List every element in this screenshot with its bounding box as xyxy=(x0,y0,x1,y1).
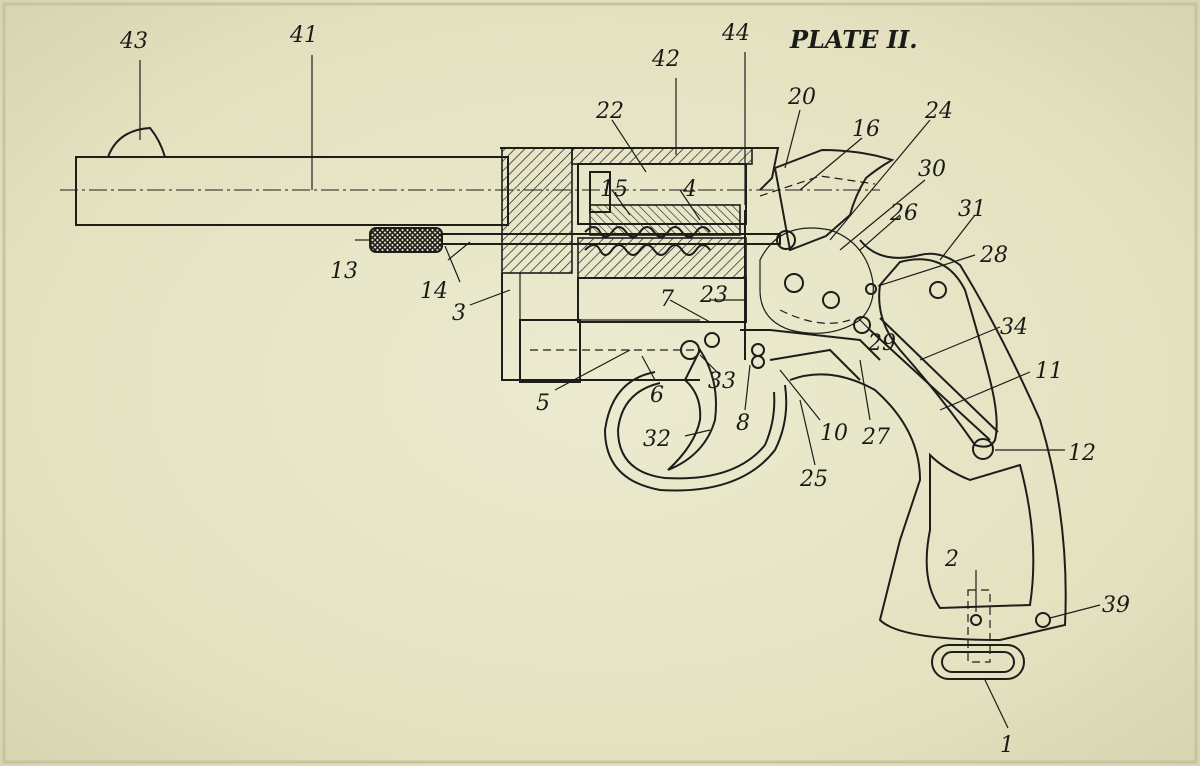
callout-34: 34 xyxy=(1000,315,1028,340)
callout-33: 33 xyxy=(708,369,736,394)
callout-27: 27 xyxy=(861,425,890,450)
grip-window xyxy=(925,452,1035,610)
callout-2: 2 xyxy=(944,547,959,572)
callout-20: 20 xyxy=(787,85,816,110)
callout-32: 32 xyxy=(643,427,671,452)
callout-12: 12 xyxy=(1068,441,1096,466)
callout-15: 15 xyxy=(600,177,628,202)
leader-lines xyxy=(139,52,1101,729)
lanyard-ring xyxy=(931,589,1025,680)
callout-labels: 43 41 42 44 22 20 16 24 30 15 4 26 31 28… xyxy=(119,21,1130,758)
plate-title: PLATE II. xyxy=(789,25,918,54)
callout-30: 30 xyxy=(918,157,946,182)
callout-8: 8 xyxy=(736,411,750,436)
lockwork xyxy=(680,210,881,381)
callout-41: 41 xyxy=(289,23,318,48)
callout-10: 10 xyxy=(820,421,848,446)
trigger xyxy=(667,348,717,471)
callout-42: 42 xyxy=(651,47,680,72)
grip-frame xyxy=(789,239,1067,642)
barrel xyxy=(60,126,880,226)
hammer xyxy=(759,148,895,252)
callout-6: 6 xyxy=(650,383,664,408)
callout-31: 31 xyxy=(958,197,986,222)
callout-16: 16 xyxy=(852,117,880,142)
callout-24: 24 xyxy=(924,99,953,124)
callout-28: 28 xyxy=(979,243,1008,268)
callout-13: 13 xyxy=(330,259,358,284)
callout-25: 25 xyxy=(799,467,828,492)
callout-23: 23 xyxy=(699,283,728,308)
callout-14: 14 xyxy=(420,279,448,304)
ejector-rod xyxy=(355,227,781,253)
callout-39: 39 xyxy=(1102,593,1130,618)
callout-11: 11 xyxy=(1035,359,1063,384)
callout-22: 22 xyxy=(595,99,624,124)
callout-3: 3 xyxy=(452,301,466,326)
callout-44: 44 xyxy=(721,21,750,46)
crane-lock xyxy=(519,319,581,383)
ejector-knob xyxy=(369,227,443,253)
callout-26: 26 xyxy=(889,201,918,226)
callout-1: 1 xyxy=(1000,733,1014,758)
callout-43: 43 xyxy=(119,29,148,54)
trigger-guard xyxy=(603,371,788,492)
callout-5: 5 xyxy=(536,391,550,416)
callout-4: 4 xyxy=(682,177,697,202)
ejector-spring xyxy=(584,226,711,238)
callout-7: 7 xyxy=(660,287,674,312)
front-sight xyxy=(107,126,166,158)
mainspring xyxy=(878,258,998,448)
callout-29: 29 xyxy=(867,331,896,356)
